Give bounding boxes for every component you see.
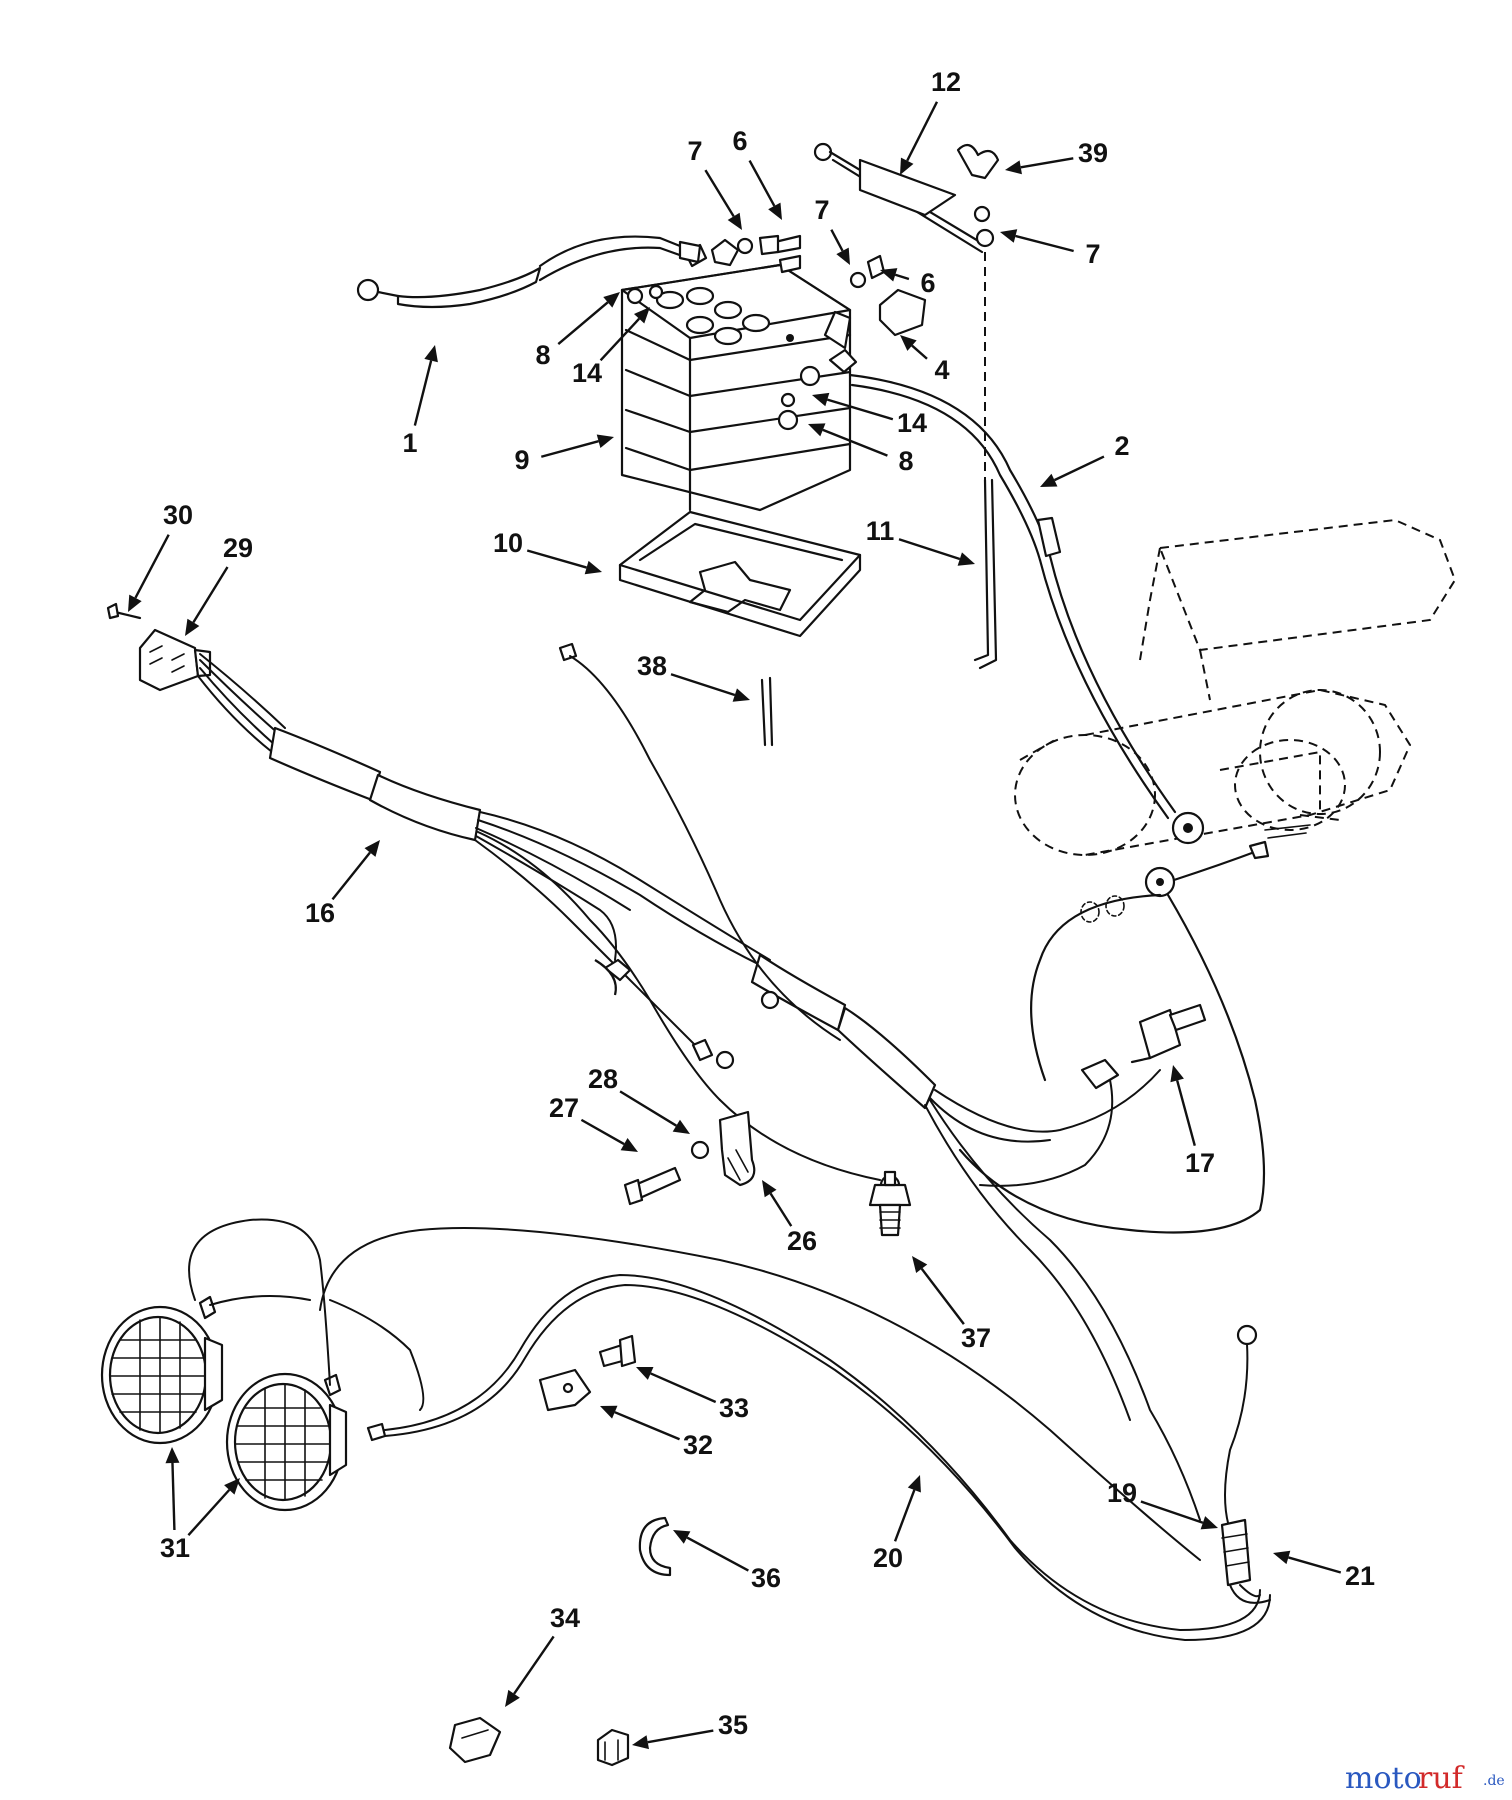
callout-label-c12: 12 [931,67,961,97]
callout-label-c2: 2 [1114,431,1129,461]
callout-label-c33: 33 [719,1393,749,1423]
callout-arrow-c9 [540,434,614,458]
callout-label-c29: 29 [223,533,253,563]
callout-label-c9: 9 [514,445,529,475]
terminal-hardware [626,234,927,374]
watermark-brand-b: ruf [1418,1761,1465,1796]
callout-arrow-c14b [812,392,894,421]
callout-label-c26: 26 [787,1226,817,1256]
callout-arrow-c36 [673,1530,749,1572]
callout-label-c28: 28 [588,1064,618,1094]
callout-label-c37: 37 [961,1323,991,1353]
callout-label-c16: 16 [305,898,335,928]
callout-label-c10: 10 [493,528,523,558]
callout-arrow-c35 [632,1729,714,1750]
oil-sender [868,1170,912,1237]
wiring-harness [106,602,1201,1521]
callout-arrow-c20 [893,1475,921,1542]
callout-arrow-c6a [748,159,782,220]
callout-arrow-c17 [1170,1065,1196,1147]
callout-arrow-c12 [900,101,939,175]
callout-arrow-c7a [704,169,742,230]
misc-clips [448,1334,672,1767]
callout-label-c6b: 6 [920,268,935,298]
callout-label-c19: 19 [1107,1478,1137,1508]
callout-label-c8a: 8 [535,340,550,370]
callout-label-c17: 17 [1185,1148,1215,1178]
callout-label-c38: 38 [637,651,667,681]
callout-label-c35: 35 [718,1710,748,1740]
callout-label-c31: 31 [160,1533,190,1563]
starter-leads [958,840,1270,1234]
callout-label-c11: 11 [866,516,895,546]
callout-label-c4: 4 [934,355,949,385]
headlight-wires [188,1218,1271,1642]
callout-label-c7b: 7 [814,195,829,225]
callout-arrow-c34 [505,1635,555,1707]
headlights [100,1295,387,1512]
callout-arrow-c2 [1040,455,1105,487]
callout-arrow-c31 [165,1447,180,1531]
callout-label-c7c: 7 [1085,239,1100,269]
callout-label-c14b: 14 [897,408,927,438]
callout-arrow-c16 [331,840,380,901]
callout-label-c6a: 6 [732,126,747,156]
callout-arrow-c30 [128,534,170,612]
callout-arrow-c6b [880,268,910,282]
callout-arrow-c38 [670,673,750,702]
callout-arrow-c19 [1140,1500,1218,1530]
callout-arrow-c32 [600,1405,681,1441]
callout-arrow-c33 [636,1367,717,1404]
starter-motor-phantom [1014,518,1457,856]
callout-arrow-c8a [557,292,620,346]
callout-label-c32: 32 [683,1430,713,1460]
callout-arrow-c37 [912,1256,965,1325]
callout-arrow-c28 [619,1090,690,1134]
callout-label-c27: 27 [549,1093,579,1123]
negative-cable [356,235,702,309]
callout-arrow-c7b [830,229,850,265]
callout-arrow-c31-b [187,1478,240,1536]
callout-arrow-c8b [808,423,888,457]
callout-label-c34: 34 [550,1603,580,1633]
callout-arrow-c39 [1005,157,1074,175]
battery-tray [618,510,862,638]
callout-arrow-c4 [900,335,928,360]
callout-label-c14a: 14 [572,358,602,388]
watermark-suffix: .de [1483,1773,1505,1789]
callout-arrow-c21 [1273,1550,1342,1574]
callout-arrow-c27 [580,1118,638,1152]
callout-label-c7a: 7 [687,136,702,166]
callout-arrow-c11 [898,538,975,566]
hold-down-hardware [813,142,1000,670]
callout-arrow-c1 [413,345,438,426]
callout-label-c21: 21 [1345,1561,1375,1591]
temp-switch [979,1003,1207,1187]
harness-connector [1220,1324,1271,1604]
callout-label-c39: 39 [1078,138,1108,168]
positive-cable [848,373,1205,845]
clamp-hardware [623,1110,756,1206]
lead-wire [558,642,841,1041]
callout-arrow-c26 [762,1180,793,1227]
callout-arrow-c29 [185,566,229,636]
callout-label-c36: 36 [751,1563,781,1593]
watermark-brand-a: moto [1345,1761,1422,1796]
callout-label-c20: 20 [873,1543,903,1573]
callout-label-c8b: 8 [898,446,913,476]
callout-arrow-c14a [599,307,650,362]
callout-arrow-c10 [526,549,602,575]
callout-label-c1: 1 [402,428,417,458]
callout-arrow-c7c [1000,229,1074,253]
callout-label-c30: 30 [163,500,193,530]
battery [620,263,852,512]
watermark: moto ruf .de [1345,1761,1505,1796]
